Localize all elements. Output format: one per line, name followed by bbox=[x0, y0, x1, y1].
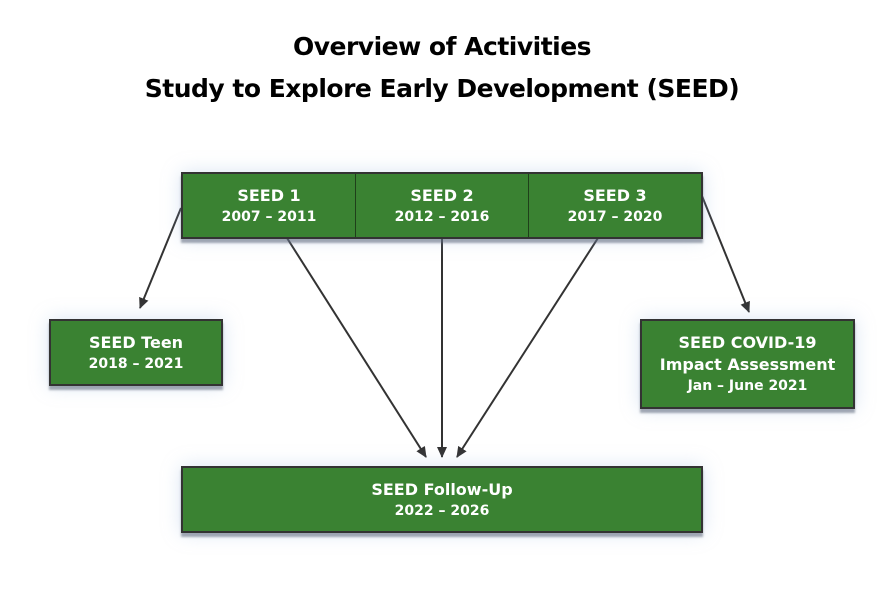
covid-name-2: Impact Assessment bbox=[659, 355, 836, 374]
teen-dates: 2018 – 2021 bbox=[88, 355, 184, 372]
arrow-seed3-followup bbox=[456, 237, 599, 458]
seed-3: SEED 3 2017 – 2020 bbox=[529, 174, 701, 237]
title-line-2: Study to Explore Early Development (SEED… bbox=[144, 74, 740, 103]
arrow-to-covid bbox=[701, 195, 750, 313]
teen-name: SEED Teen bbox=[88, 332, 184, 352]
title-line-1: Overview of Activities bbox=[292, 32, 592, 61]
phase-name: SEED 1 bbox=[237, 185, 301, 205]
seed-phases-box: SEED 1 2007 – 2011 SEED 2 2012 – 2016 SE… bbox=[181, 172, 703, 239]
phase-dates: 2012 – 2016 bbox=[394, 208, 490, 225]
seed-teen-box: SEED Teen 2018 – 2021 bbox=[49, 319, 223, 386]
covid-dates: Jan – June 2021 bbox=[687, 378, 808, 394]
phase-dates: 2017 – 2020 bbox=[567, 208, 663, 225]
followup-dates: 2022 – 2026 bbox=[394, 502, 490, 519]
followup-name: SEED Follow-Up bbox=[371, 479, 513, 499]
seed-followup-box: SEED Follow-Up 2022 – 2026 bbox=[181, 466, 703, 533]
seed-1: SEED 1 2007 – 2011 bbox=[183, 174, 356, 237]
arrow-seed1-followup bbox=[286, 237, 427, 458]
arrow-to-teen bbox=[139, 207, 182, 309]
covid-name-1: SEED COVID-19 bbox=[678, 333, 817, 352]
seed-2: SEED 2 2012 – 2016 bbox=[356, 174, 529, 237]
seed-covid-box: SEED COVID-19 Impact Assessment Jan – Ju… bbox=[640, 319, 855, 409]
phase-name: SEED 2 bbox=[410, 185, 474, 205]
phase-name: SEED 3 bbox=[583, 185, 647, 205]
phase-dates: 2007 – 2011 bbox=[221, 208, 317, 225]
